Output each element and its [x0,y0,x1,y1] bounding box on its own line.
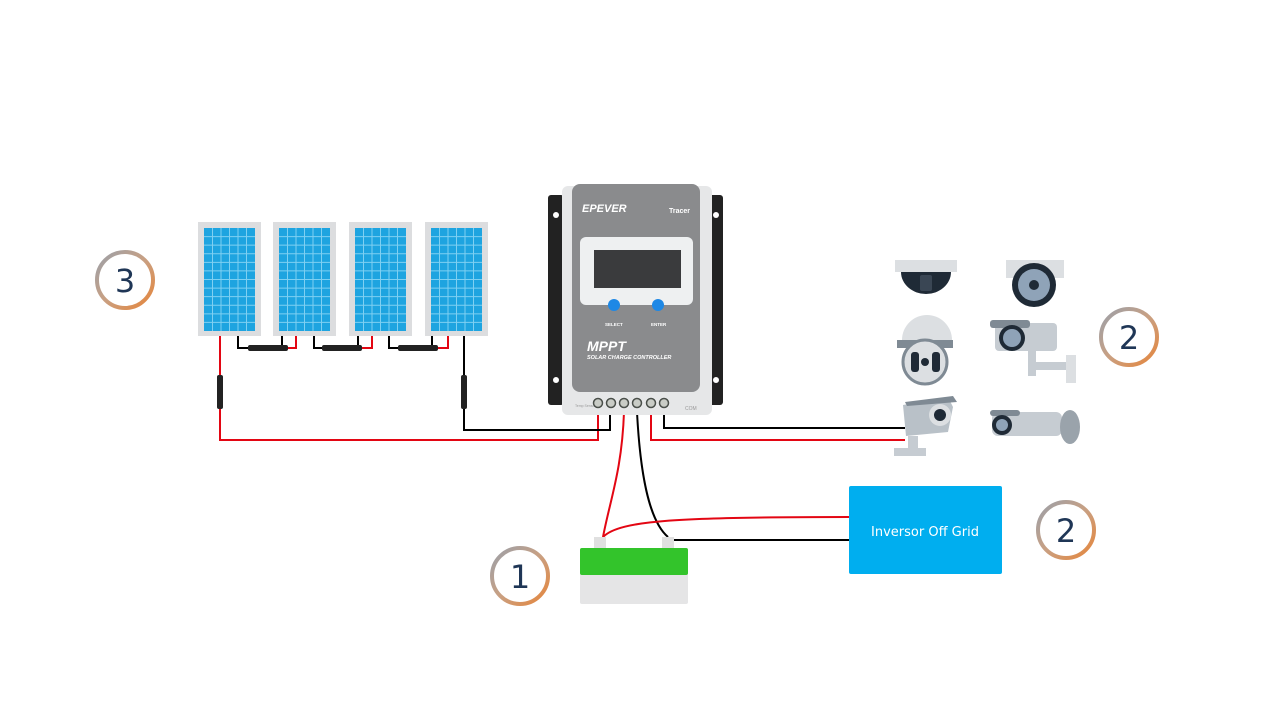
model-label: Tracer [669,208,690,215]
panel-positive-wire [219,336,599,441]
svg-text:3: 3 [115,262,135,300]
battery [580,537,688,604]
solar-panel [349,222,412,336]
battery-positive-terminal [594,537,606,549]
dome-camera-icon [895,260,957,294]
solar-panel [425,222,488,336]
battery-positive-wire [602,411,625,538]
mc4-connectors [217,345,467,409]
terminal [645,397,657,409]
svg-text:1: 1 [510,558,530,596]
solar-panels [198,222,488,336]
terminal [618,397,630,409]
badge-panels: 3 [95,250,155,310]
box-camera-icon [894,396,957,456]
temp-sensor-label: Temp Sensor [575,404,596,408]
bullet-camera-icon [990,410,1080,444]
mounting-bracket-right [709,195,723,405]
inverter-label: Inversor Off Grid [871,525,979,540]
mppt-label: MPPT [587,338,627,354]
terminal-block [592,397,670,409]
inverter-box: Inversor Off Grid [849,486,1002,574]
ptz-dome-camera-icon [897,315,953,386]
cameras [894,260,1080,456]
controller-subtitle: SOLAR CHARGE CONTROLLER [587,355,671,361]
dome-ir-camera-icon [1006,260,1064,307]
enter-button[interactable] [652,299,664,311]
solar-panel [198,222,261,336]
badge-cameras: 2 [1099,307,1159,367]
load-negative-wire [663,412,905,429]
mppt-charge-controller: EPEVER Tracer SELECT ENTER MPPT SOLAR CH… [548,184,723,415]
badge-inverter: 2 [1036,500,1096,560]
mounting-bracket-left [548,195,564,405]
load-positive-wire [650,412,905,441]
enter-label: ENTER [651,322,667,327]
battery-negative-wire [636,411,669,538]
bullet-camera-bracket-icon [990,320,1076,383]
com-label: COM [685,406,697,412]
terminal [592,397,604,409]
terminal [658,397,670,409]
terminal [605,397,617,409]
terminal [631,397,643,409]
brand-logo: EPEVER [582,203,627,215]
select-label: SELECT [605,322,623,327]
inverter-positive-wire [602,516,850,538]
svg-text:2: 2 [1119,319,1139,357]
battery-negative-terminal [662,537,674,549]
lcd-display [594,250,681,288]
svg-text:2: 2 [1056,512,1076,550]
solar-panel [273,222,336,336]
badge-battery: 1 [490,546,550,606]
select-button[interactable] [608,299,620,311]
